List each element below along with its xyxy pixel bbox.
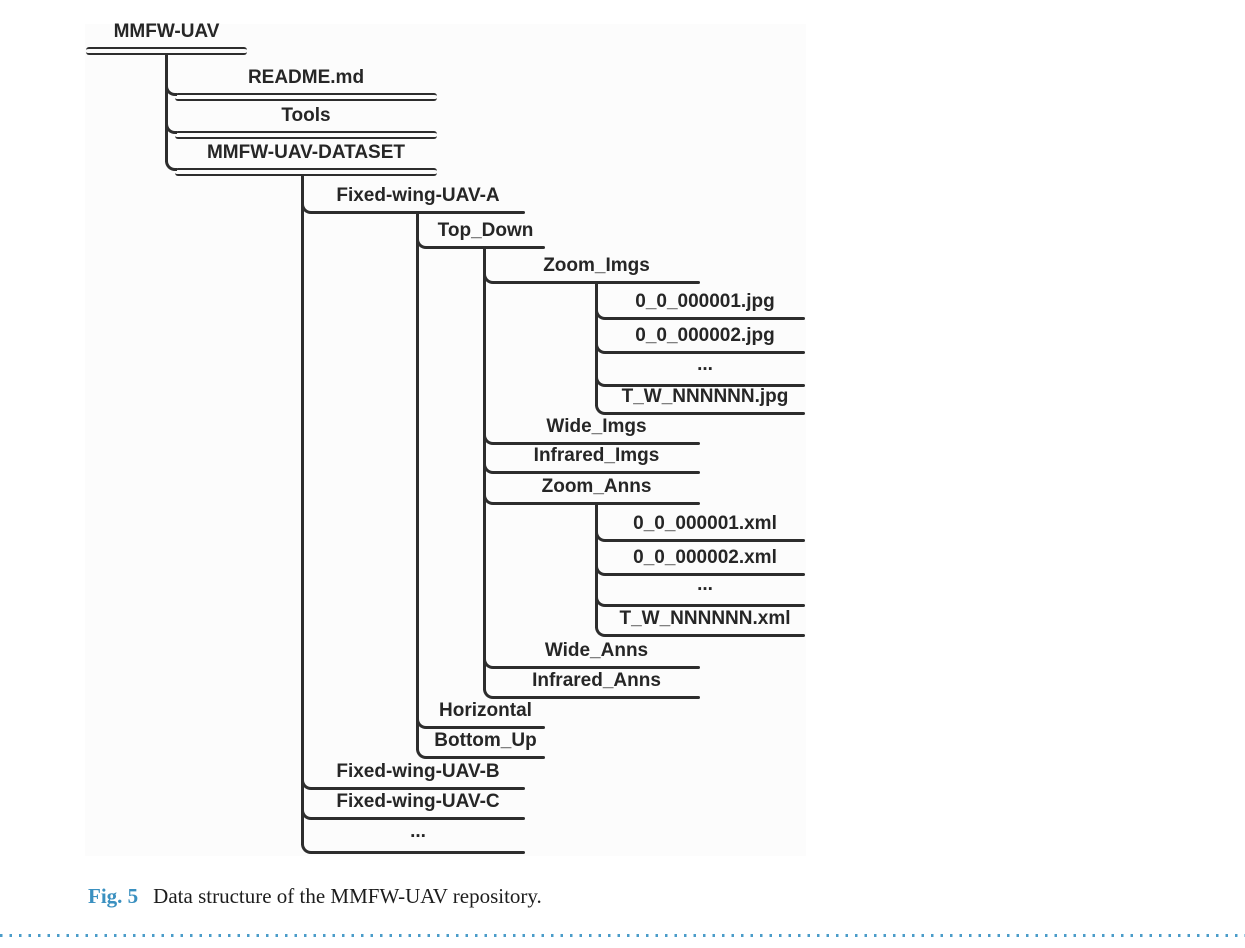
underline-mmfw-uav-dataset [175,168,437,176]
underline-fixed-wing-uav-a [311,211,525,214]
dotted-separator [0,934,1245,937]
tree-node-jpg-2: 0_0_000002.jpg [635,325,775,346]
underline-xml-ellipsis [605,604,805,607]
tree-node-wide-imgs: Wide_Imgs [546,416,647,437]
tree-node-bottom-up: Bottom_Up [434,730,537,751]
branch-elbow-infrared-anns [483,687,495,699]
branch-elbow-zoom-anns [483,493,495,505]
branch-elbow-xml-n [595,625,607,637]
underline-fixed-wing-uav-b [311,787,525,790]
tree-node-jpg-n: T_W_NNNNNN.jpg [621,386,789,407]
underline-jpg-ellipsis [605,384,805,387]
caption-text: Data structure of the MMFW-UAV repositor… [153,884,542,908]
tree-node-fixed-wing-uav-a: Fixed-wing-UAV-A [336,185,500,206]
branch-elbow-jpg-1 [595,308,607,320]
underline-infrared-imgs [493,471,700,474]
branch-elbow-horizontal [416,717,428,729]
underline-zoom-imgs [493,281,700,284]
tree-node-jpg-1: 0_0_000001.jpg [635,291,775,312]
tree-node-zoom-anns: Zoom_Anns [541,476,652,497]
branch-elbow-fixed-wing-uav-b [301,778,313,790]
tree-node-zoom-imgs: Zoom_Imgs [543,255,650,276]
branch-vline-mmfw-uav-dataset [301,175,304,845]
tree-node-xml-ellipsis: ... [697,574,713,595]
branch-elbow-jpg-ellipsis [595,375,607,387]
tree-node-mmfw-uav: MMFW-UAV [113,21,220,42]
underline-infrared-anns [493,696,700,699]
tree-node-horizontal: Horizontal [439,700,532,721]
underline-xml-n [605,634,805,637]
underline-zoom-anns [493,502,700,505]
branch-elbow-mmfw-uav-dataset [165,159,177,171]
branch-elbow-jpg-2 [595,342,607,354]
tree-node-fixed-wing-uav-b: Fixed-wing-UAV-B [336,761,500,782]
branch-elbow-fixed-wing-uav-a [301,202,313,214]
tree-node-infrared-imgs: Infrared_Imgs [533,445,660,466]
branch-elbow-fixed-wing-uav-c [301,808,313,820]
branch-elbow-readme-md [165,84,177,96]
underline-top-down [426,246,545,249]
tree-node-tools: Tools [281,105,331,126]
underline-wide-anns [493,666,700,669]
tree-node-dataset-ellipsis: ... [410,821,426,842]
tree-node-fixed-wing-uav-c: Fixed-wing-UAV-C [336,791,500,812]
branch-elbow-infrared-imgs [483,462,495,474]
tree-node-xml-1: 0_0_000001.xml [633,513,777,534]
tree-node-readme-md: README.md [247,67,365,88]
branch-elbow-jpg-n [595,403,607,415]
tree-node-wide-anns: Wide_Anns [544,640,649,661]
branch-elbow-wide-imgs [483,433,495,445]
underline-dataset-ellipsis [311,851,525,854]
branch-elbow-top-down [416,237,428,249]
tree-node-mmfw-uav-dataset: MMFW-UAV-DATASET [206,142,406,163]
underline-fixed-wing-uav-c [311,817,525,820]
tree-node-xml-n: T_W_NNNNNN.xml [619,608,791,629]
underline-horizontal [426,726,545,729]
underline-tools [175,131,437,139]
tree-node-jpg-ellipsis: ... [697,354,713,375]
branch-elbow-xml-2 [595,564,607,576]
underline-jpg-2 [605,351,805,354]
underline-xml-2 [605,573,805,576]
branch-elbow-xml-1 [595,530,607,542]
branch-elbow-wide-anns [483,657,495,669]
branch-elbow-tools [165,122,177,134]
branch-elbow-zoom-imgs [483,272,495,284]
underline-jpg-1 [605,317,805,320]
underline-jpg-n [605,412,805,415]
branch-elbow-xml-ellipsis [595,595,607,607]
caption-fig-label: Fig. 5 [88,884,139,908]
branch-elbow-dataset-ellipsis [301,842,313,854]
figure-caption: Fig. 5 Data structure of the MMFW-UAV rep… [88,884,542,909]
tree-node-xml-2: 0_0_000002.xml [633,547,777,568]
diagram-background [85,24,806,856]
branch-elbow-bottom-up [416,747,428,759]
underline-wide-imgs [493,442,700,445]
tree-node-infrared-anns: Infrared_Anns [532,670,661,691]
branch-vline-mmfw-uav [165,54,168,162]
underline-xml-1 [605,539,805,542]
tree-node-top-down: Top_Down [437,220,534,241]
branch-vline-fixed-wing-uav-a [416,213,419,750]
underline-bottom-up [426,756,545,759]
underline-readme-md [175,93,437,101]
